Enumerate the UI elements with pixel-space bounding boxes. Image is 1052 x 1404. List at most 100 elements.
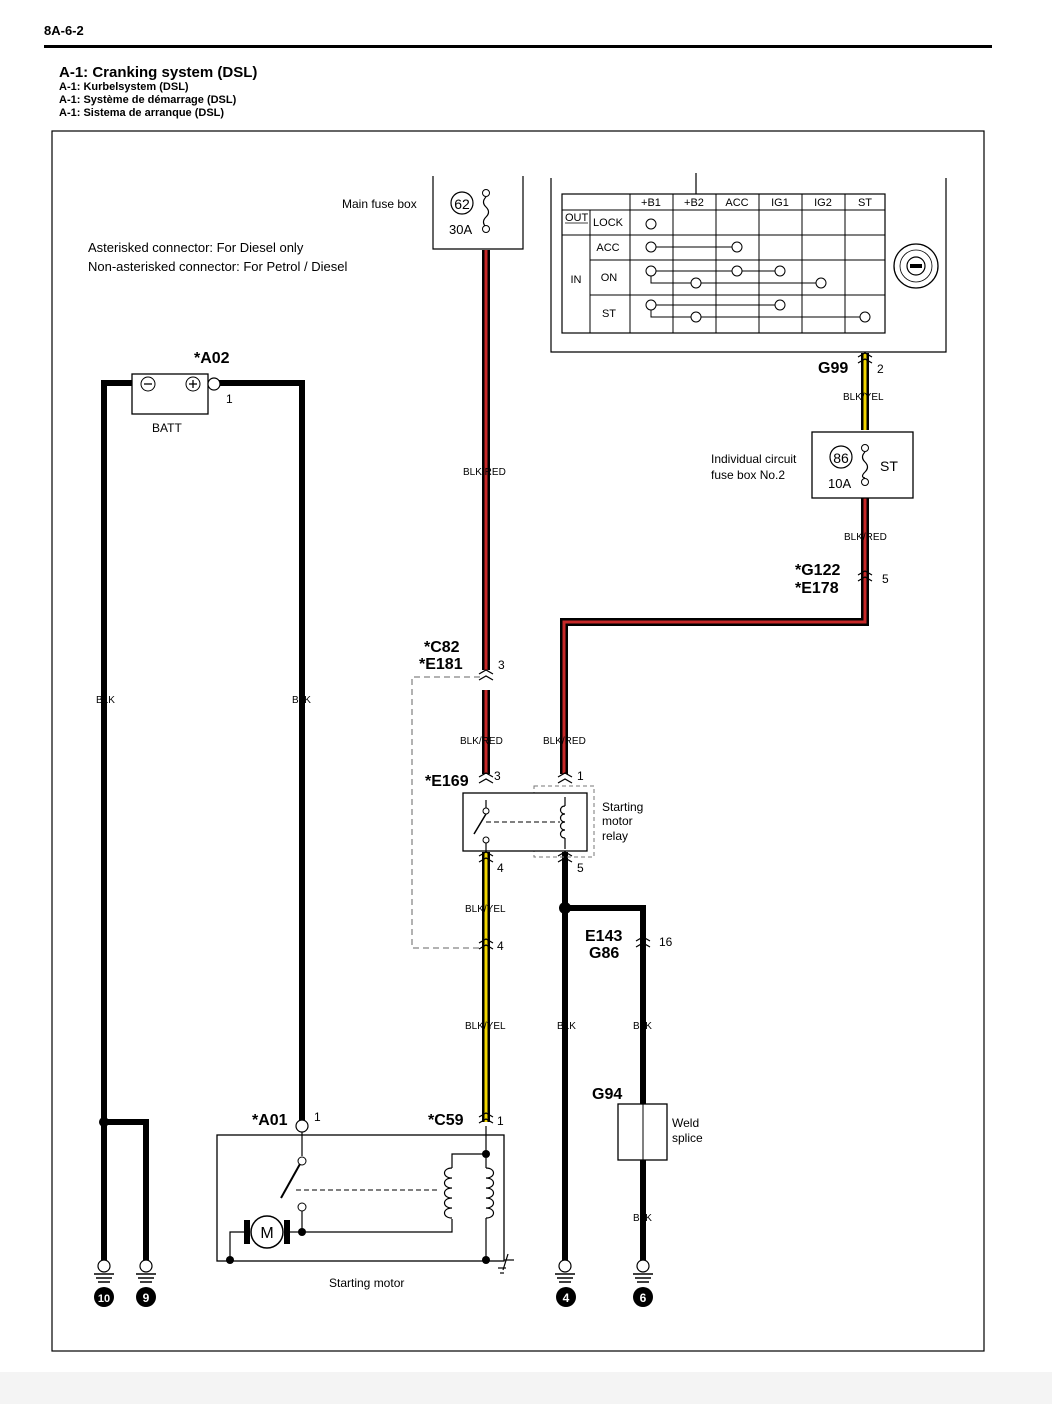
wire-label-blk-yel: BLK/YEL — [465, 904, 506, 915]
switch-row-lock: LOCK — [593, 217, 624, 229]
wire-label-blk-yel: BLK/YEL — [843, 392, 884, 403]
fuse-box2-line2: fuse box No.2 — [711, 468, 785, 482]
title-german: A-1: Kurbelsystem (DSL) — [59, 81, 189, 93]
ground-number-9: 9 — [143, 1291, 150, 1305]
motor-symbol: M — [260, 1225, 273, 1242]
fuse-terminal — [482, 189, 490, 197]
starting-motor: M Starting motor — [216, 1119, 514, 1290]
wire-label-blk: BLK — [96, 695, 115, 706]
switch-table — [561, 193, 886, 334]
main-fuse-rating: 30A — [449, 222, 472, 237]
weld-splice-line1: Weld — [672, 1116, 699, 1130]
switch-col-ig2: IG2 — [814, 197, 832, 209]
fuse-icon — [482, 196, 490, 228]
page-title: A-1: Cranking system (DSL) — [59, 64, 258, 81]
switch-col-st: ST — [858, 197, 872, 209]
fuse-box2-circuit: ST — [880, 458, 898, 474]
page-number: 8A-6-2 — [44, 23, 84, 38]
diesel-dashed-bracket — [411, 676, 480, 949]
note-diesel: Asterisked connector: For Diesel only — [88, 240, 304, 255]
connector-c82: *C82 — [424, 639, 460, 656]
connector-e169-pin4: 4 — [497, 861, 504, 875]
page-footer-band — [0, 1372, 1052, 1404]
motor-icon — [250, 1215, 284, 1249]
starting-motor-relay: Starting motor relay — [462, 785, 643, 858]
connector-g94: G94 — [592, 1086, 622, 1103]
relay-switch-contact — [473, 813, 487, 835]
fuse-icon — [861, 451, 869, 479]
fuse-box2-number: 86 — [833, 450, 849, 466]
fuse-box2-line1: Individual circuit — [711, 452, 797, 466]
connector-lower-pin4: 4 — [497, 939, 504, 953]
motor-coil-icon — [485, 1167, 495, 1219]
wire-label-blk: BLK — [292, 695, 311, 706]
relay-ground-wire — [559, 852, 646, 1262]
wire-label-blk: BLK — [633, 1213, 652, 1224]
connector-e178: *E178 — [795, 580, 839, 597]
motor-label: Starting motor — [329, 1276, 404, 1290]
diagram-frame — [51, 130, 985, 1352]
ground-terminal-4: 4 — [555, 1259, 576, 1307]
switch-out-label: OUT — [565, 212, 589, 224]
wire-label-blk-red: BLK/RED — [844, 532, 887, 543]
fuse-number-badge — [829, 445, 853, 469]
switch-row-on: ON — [601, 272, 618, 284]
chassis-ground-icon — [498, 1253, 514, 1274]
motor-coil-icon — [443, 1167, 453, 1219]
connector-c59-pin: 1 — [497, 1114, 504, 1128]
connector-marks — [478, 352, 873, 1124]
fuse-terminal — [482, 225, 490, 233]
ignition-switch: +B1 +B2 ACC IG1 IG2 ST OUT IN LOCK ACC O… — [550, 173, 947, 353]
battery-label: BATT — [152, 421, 182, 435]
wire-label-blk: BLK — [633, 1021, 652, 1032]
connector-e169: *E169 — [425, 773, 469, 790]
battery: BATT *A02 1 — [131, 350, 233, 435]
connector-a01-pin: 1 — [314, 1110, 321, 1124]
relay-label-line1: Starting — [602, 800, 643, 814]
connector-g99-pin: 2 — [877, 362, 884, 376]
switch-in-label: IN — [571, 274, 582, 286]
connector-e181: *E181 — [419, 656, 463, 673]
switch-col-ig1: IG1 — [771, 197, 789, 209]
title-block: A-1: Cranking system (DSL) A-1: Kurbelsy… — [59, 64, 257, 120]
ground-number-6: 6 — [640, 1291, 647, 1305]
connector-a01: *A01 — [252, 1112, 288, 1129]
weld-splice-line2: splice — [672, 1131, 703, 1145]
ignition-key-icon — [893, 243, 939, 289]
switch-col-acc: ACC — [725, 197, 748, 209]
weld-splice: Weld splice — [617, 1103, 703, 1161]
title-french: A-1: Système de démarrage (DSL) — [59, 94, 237, 106]
connector-g122-pin: 5 — [882, 572, 889, 586]
connector-e169-pin3: 3 — [494, 769, 501, 783]
wire-label-blk-yel: BLK/YEL — [465, 1021, 506, 1032]
switch-col-b1: +B1 — [641, 197, 661, 209]
ground-number-4: 4 — [563, 1291, 570, 1305]
switch-row-st: ST — [602, 308, 616, 320]
wire-label-blk-red: BLK/RED — [460, 736, 503, 747]
main-fuse-number: 62 — [454, 196, 470, 212]
battery-negative-wire — [99, 380, 149, 1262]
st-blk-red-wire — [560, 498, 869, 774]
switch-row-acc: ACC — [596, 242, 619, 254]
ground-terminal-9: 9 — [136, 1259, 156, 1307]
fuse-number-badge — [450, 191, 474, 215]
battery-positive-wire — [214, 380, 305, 1122]
connector-c59: *C59 — [428, 1112, 464, 1129]
connector-g99: G99 — [818, 360, 848, 377]
wire-label-blk-red: BLK/RED — [543, 736, 586, 747]
connector-c82-pin: 3 — [498, 658, 505, 672]
wire-label-blk-red: BLK/RED — [463, 467, 506, 478]
motor-switch-contact — [280, 1163, 301, 1199]
relay-label-line3: relay — [602, 829, 628, 843]
relay-label-line2: motor — [602, 814, 633, 828]
connector-a02-pin: 1 — [226, 392, 233, 406]
connector-e169-pin1: 1 — [577, 769, 584, 783]
connector-e169-pin5: 5 — [577, 861, 584, 875]
header-rule — [44, 45, 992, 48]
title-spanish: A-1: Sistema de arranque (DSL) — [59, 107, 225, 119]
wire-label-blk: BLK — [557, 1021, 576, 1032]
ground-number-10: 10 — [98, 1293, 110, 1305]
main-fuse-box: Main fuse box 62 30A — [342, 176, 524, 250]
connector-g122: *G122 — [795, 562, 840, 579]
